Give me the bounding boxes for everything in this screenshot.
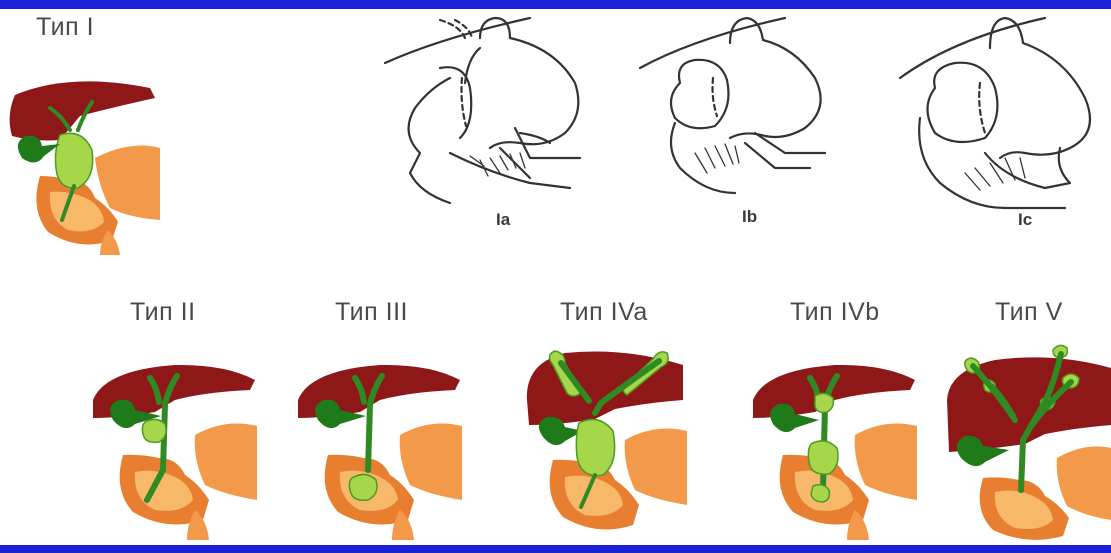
sketch-type-ib [635, 8, 850, 208]
anatomy-type-4a [515, 345, 690, 540]
label-subtype-ic: Ic [1018, 210, 1032, 230]
anatomy-type-2 [85, 360, 260, 540]
label-type-3: Тип III [335, 300, 408, 325]
label-type-1: Тип I [36, 15, 94, 40]
label-subtype-ib: Ib [742, 207, 757, 227]
sketch-type-ia [380, 8, 605, 208]
anatomy-type-4b [745, 360, 920, 540]
label-type-5: Тип V [995, 300, 1063, 325]
label-subtype-ia: Ia [496, 210, 510, 230]
anatomy-type-5 [945, 340, 1111, 540]
label-type-4a: Тип IVa [560, 300, 648, 325]
anatomy-type-3 [290, 360, 465, 540]
label-type-4b: Тип IVb [790, 300, 880, 325]
anatomy-type-1 [0, 80, 165, 255]
label-type-2: Тип II [130, 300, 196, 325]
sketch-type-ic [895, 8, 1110, 218]
bottom-frame-bar [0, 545, 1111, 553]
